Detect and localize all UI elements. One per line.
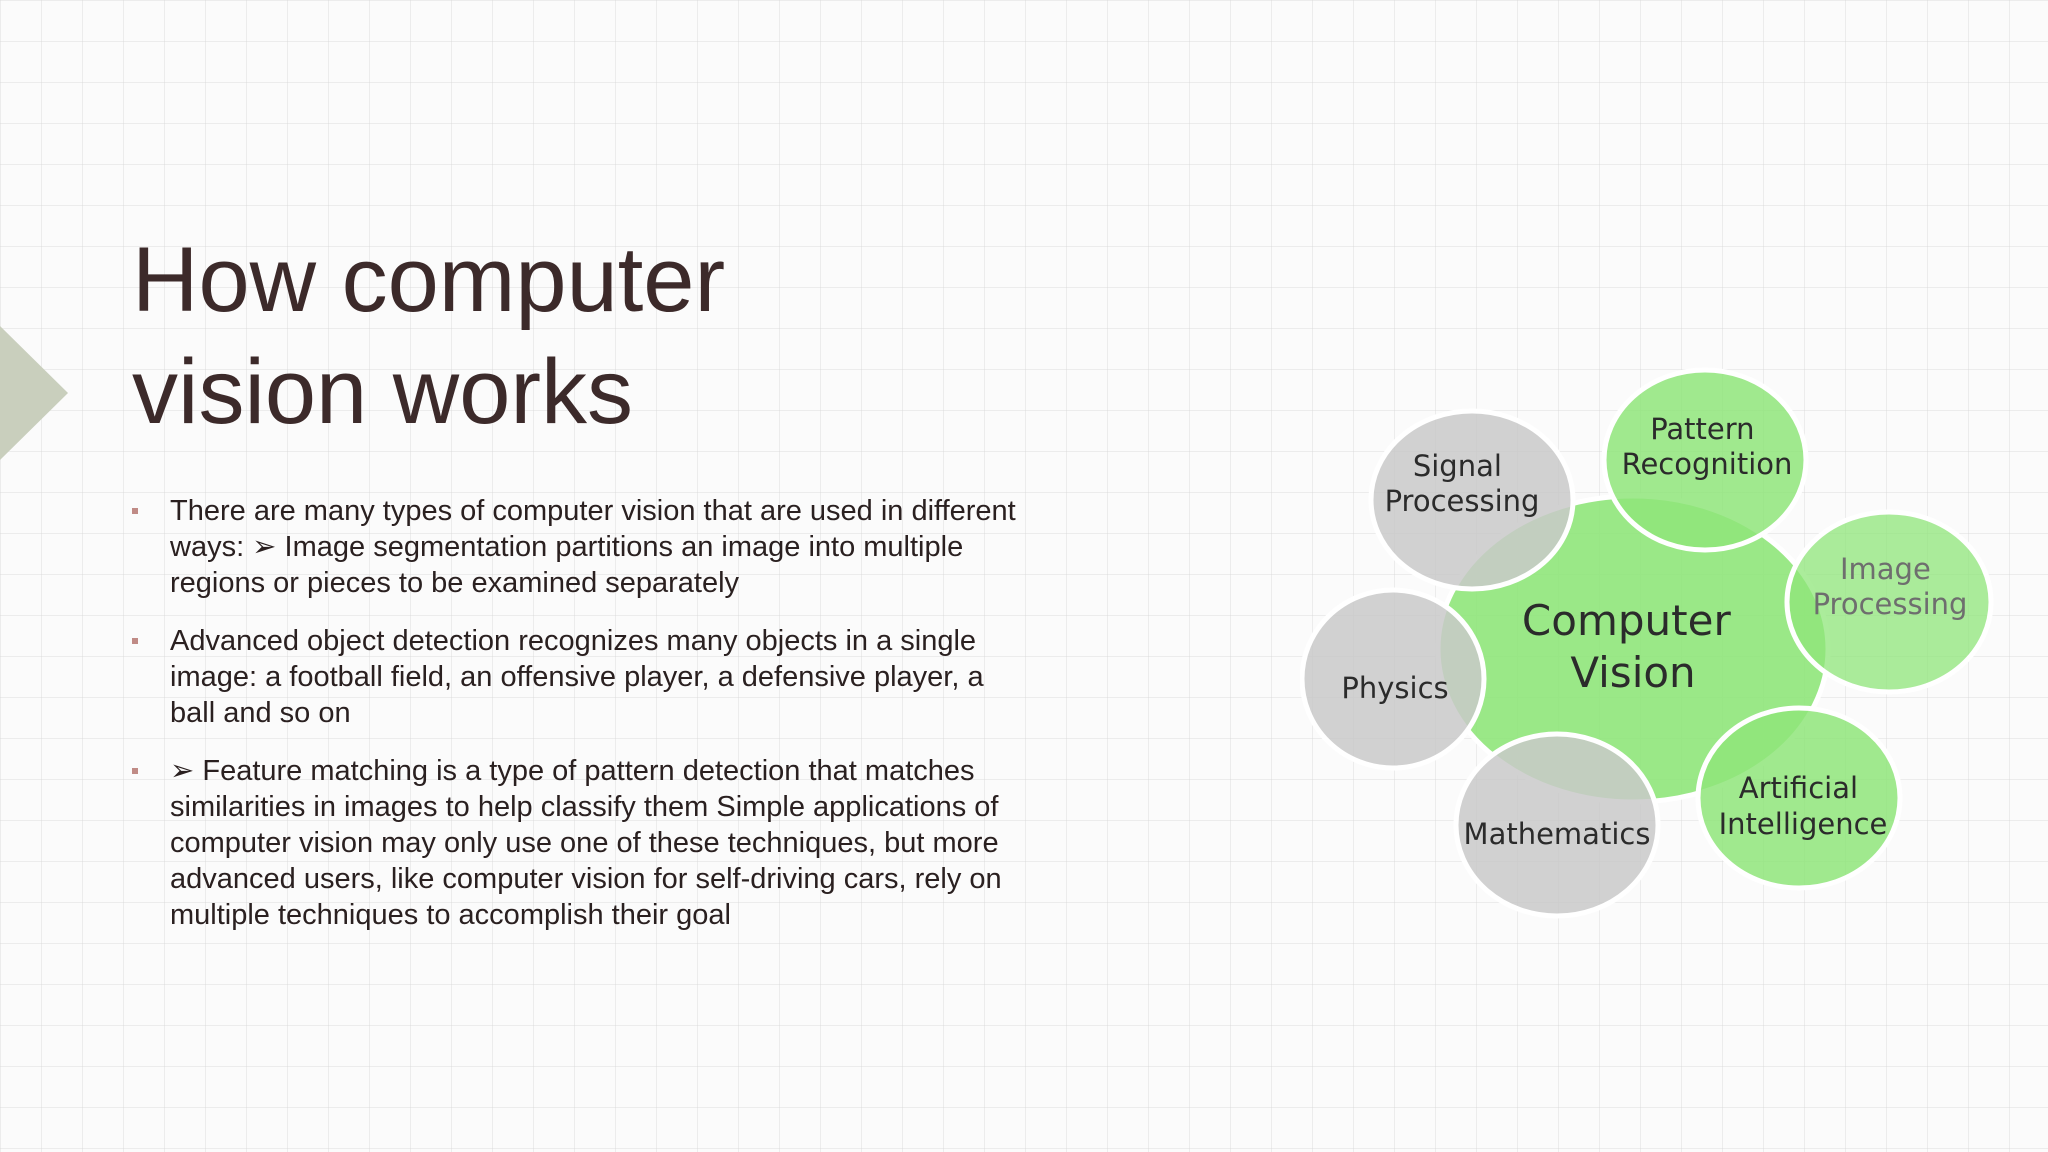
artificial-intelligence-label: Artificial Intelligence bbox=[1719, 771, 1888, 841]
image-processing-label: Image Processing bbox=[1813, 552, 1968, 621]
image-processing-circle bbox=[1784, 509, 1994, 695]
bullet-list: There are many types of computer vision … bbox=[132, 493, 1022, 955]
signal-processing-label: Signal Processing bbox=[1385, 449, 1540, 518]
bullet-text: There are many types of computer vision … bbox=[170, 495, 1016, 599]
artificial-intelligence-circle bbox=[1695, 705, 1903, 891]
bullet-text: Advanced object detection recognizes man… bbox=[170, 625, 984, 729]
center-label: Computer Vision bbox=[1522, 596, 1744, 697]
slide-title-line-2: vision works bbox=[132, 341, 634, 443]
mathematics-circle bbox=[1453, 731, 1661, 919]
physics-circle bbox=[1300, 587, 1487, 771]
bullet-text: ➢ Feature matching is a type of pattern … bbox=[170, 755, 1002, 931]
bullet-item: There are many types of computer vision … bbox=[132, 493, 1022, 601]
diagram-svg: Computer Vision Signal Processing Patter… bbox=[1300, 367, 1994, 919]
pattern-recognition-circle bbox=[1601, 367, 1809, 553]
signal-processing-circle bbox=[1368, 408, 1576, 592]
bullet-square-icon bbox=[132, 508, 138, 514]
bullet-square-icon bbox=[132, 638, 138, 644]
bullet-item: Advanced object detection recognizes man… bbox=[132, 623, 1022, 731]
slide-arrow-decoration bbox=[0, 326, 68, 460]
computer-vision-diagram: Computer Vision Signal Processing Patter… bbox=[1300, 360, 2000, 940]
slide-title: How computer vision works bbox=[132, 224, 932, 448]
mathematics-label: Mathematics bbox=[1464, 817, 1651, 851]
bullet-item: ➢ Feature matching is a type of pattern … bbox=[132, 753, 1022, 933]
bullet-square-icon bbox=[132, 768, 138, 774]
slide-title-line-1: How computer bbox=[132, 229, 726, 331]
physics-label: Physics bbox=[1341, 671, 1448, 705]
pattern-recognition-label: Pattern Recognition bbox=[1622, 412, 1793, 481]
